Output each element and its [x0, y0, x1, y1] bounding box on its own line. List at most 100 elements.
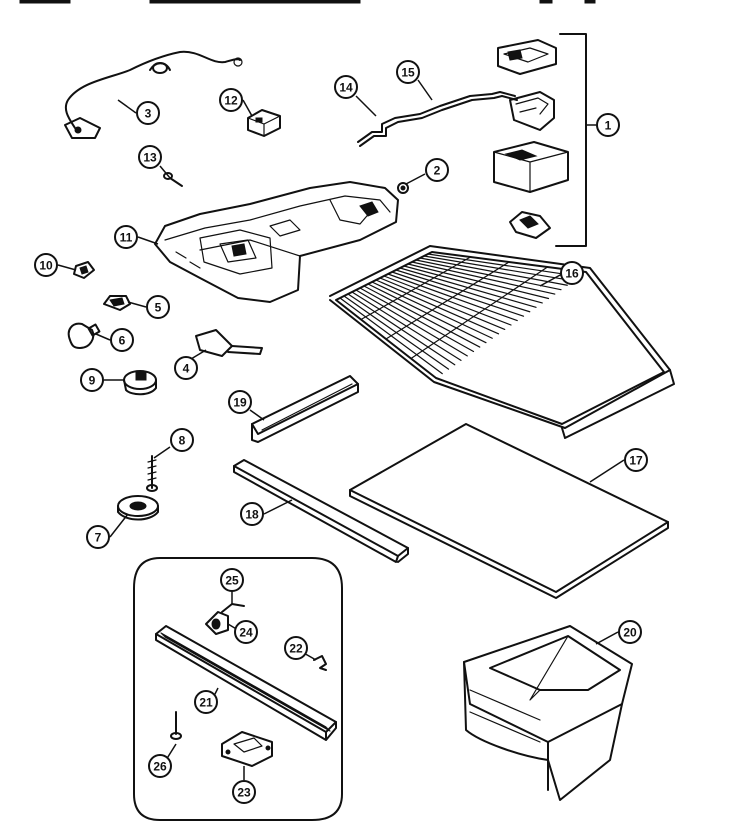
shelf-crossbar: [410, 266, 549, 360]
part-5-clip: [103, 295, 131, 311]
callout-number: 9: [89, 374, 96, 388]
leader-lines: [57, 79, 625, 780]
callout-6: 6: [110, 328, 134, 352]
part-2-nut: [397, 182, 409, 194]
callout-circle: [219, 88, 243, 112]
callout-number: 20: [623, 626, 637, 640]
callout-number: 26: [153, 760, 167, 774]
part-1-bracket: [493, 33, 587, 247]
callout-circle: [136, 101, 160, 125]
part-23-bracket: [221, 731, 273, 767]
part-14-15-rods: [357, 91, 518, 147]
callout-9: 9: [80, 368, 104, 392]
callout-circle: [220, 568, 244, 592]
callout-13: 13: [138, 145, 162, 169]
callout-21: 21: [194, 690, 218, 714]
top-edge-marks: [19, 0, 596, 4]
callout-number: 14: [339, 81, 353, 95]
callout-circle: [114, 225, 138, 249]
callout-circle: [624, 448, 648, 472]
callout-number: 25: [225, 574, 239, 588]
callout-number: 24: [239, 626, 253, 640]
callout-circle: [34, 253, 58, 277]
callout-12: 12: [219, 88, 243, 112]
shelf-crossbar: [360, 256, 472, 321]
callout-circle: [232, 780, 256, 804]
part-17-glass-panel: [349, 423, 669, 599]
callout-24: 24: [234, 620, 258, 644]
part-20-crisper-drawer: [463, 625, 633, 801]
callout-number: 17: [629, 454, 643, 468]
callout-number: 21: [199, 696, 213, 710]
callout-14: 14: [334, 75, 358, 99]
callout-3: 3: [136, 101, 160, 125]
callout-10: 10: [34, 253, 58, 277]
part-8-screw: [146, 455, 158, 492]
callout-19: 19: [228, 390, 252, 414]
callout-5: 5: [146, 295, 170, 319]
part-19-strip: [251, 375, 359, 443]
callout-circle: [110, 328, 134, 352]
callout-16: 16: [560, 261, 584, 285]
panel-slat: [164, 636, 331, 732]
callout-17: 17: [624, 448, 648, 472]
callout-circle: [194, 690, 218, 714]
callout-circle: [240, 502, 264, 526]
shelf-crossbar: [385, 261, 510, 340]
callout-circle: [80, 368, 104, 392]
callout-18: 18: [240, 502, 264, 526]
callout-11: 11: [114, 225, 138, 249]
callout-number: 7: [95, 531, 102, 545]
callout-20: 20: [618, 620, 642, 644]
callout-circle: [560, 261, 584, 285]
part-18-rail: [233, 459, 409, 563]
callout-number: 5: [155, 301, 162, 315]
callout-number: 13: [143, 151, 157, 165]
callout-number: 22: [289, 642, 303, 656]
callout-number: 16: [565, 267, 579, 281]
callout-circle: [138, 145, 162, 169]
callout-circle: [425, 158, 449, 182]
part-6-light-bulb: [67, 322, 101, 349]
part-7-wheel: [117, 495, 159, 521]
inset-detail-box: [133, 557, 343, 821]
callout-circle: [334, 75, 358, 99]
callout-number: 11: [120, 231, 133, 245]
part-22-clip: [313, 655, 327, 671]
callout-number: 10: [39, 259, 53, 273]
callout-circle: [86, 525, 110, 549]
callout-number: 3: [145, 107, 152, 121]
callout-26: 26: [148, 754, 172, 778]
callout-circle: [174, 356, 198, 380]
callouts: 1234567891011121314151617181920212223242…: [34, 60, 648, 804]
callout-number: 1: [605, 119, 612, 133]
part-16-wire-shelf: [329, 245, 675, 439]
part-10-socket: [73, 261, 95, 279]
callout-23: 23: [232, 780, 256, 804]
part-12-connector: [247, 109, 281, 137]
callout-8: 8: [170, 428, 194, 452]
part-3-wire-harness: [64, 50, 243, 139]
callout-15: 15: [396, 60, 420, 84]
callout-circle: [148, 754, 172, 778]
callout-number: 2: [434, 164, 441, 178]
part-9-knob: [123, 370, 157, 396]
callout-circle: [284, 636, 308, 660]
callout-number: 18: [245, 508, 259, 522]
part-4-label: [195, 329, 263, 357]
callout-circle: [146, 295, 170, 319]
callout-circle: [596, 113, 620, 137]
callout-2: 2: [425, 158, 449, 182]
callout-number: 15: [401, 66, 415, 80]
callout-number: 4: [183, 362, 190, 376]
callout-25: 25: [220, 568, 244, 592]
callout-number: 19: [233, 396, 247, 410]
callout-number: 23: [237, 786, 251, 800]
part-26-screw: [170, 711, 182, 740]
callout-circle: [396, 60, 420, 84]
callout-circle: [228, 390, 252, 414]
callout-number: 12: [224, 94, 238, 108]
callout-4: 4: [174, 356, 198, 380]
callout-circle: [170, 428, 194, 452]
